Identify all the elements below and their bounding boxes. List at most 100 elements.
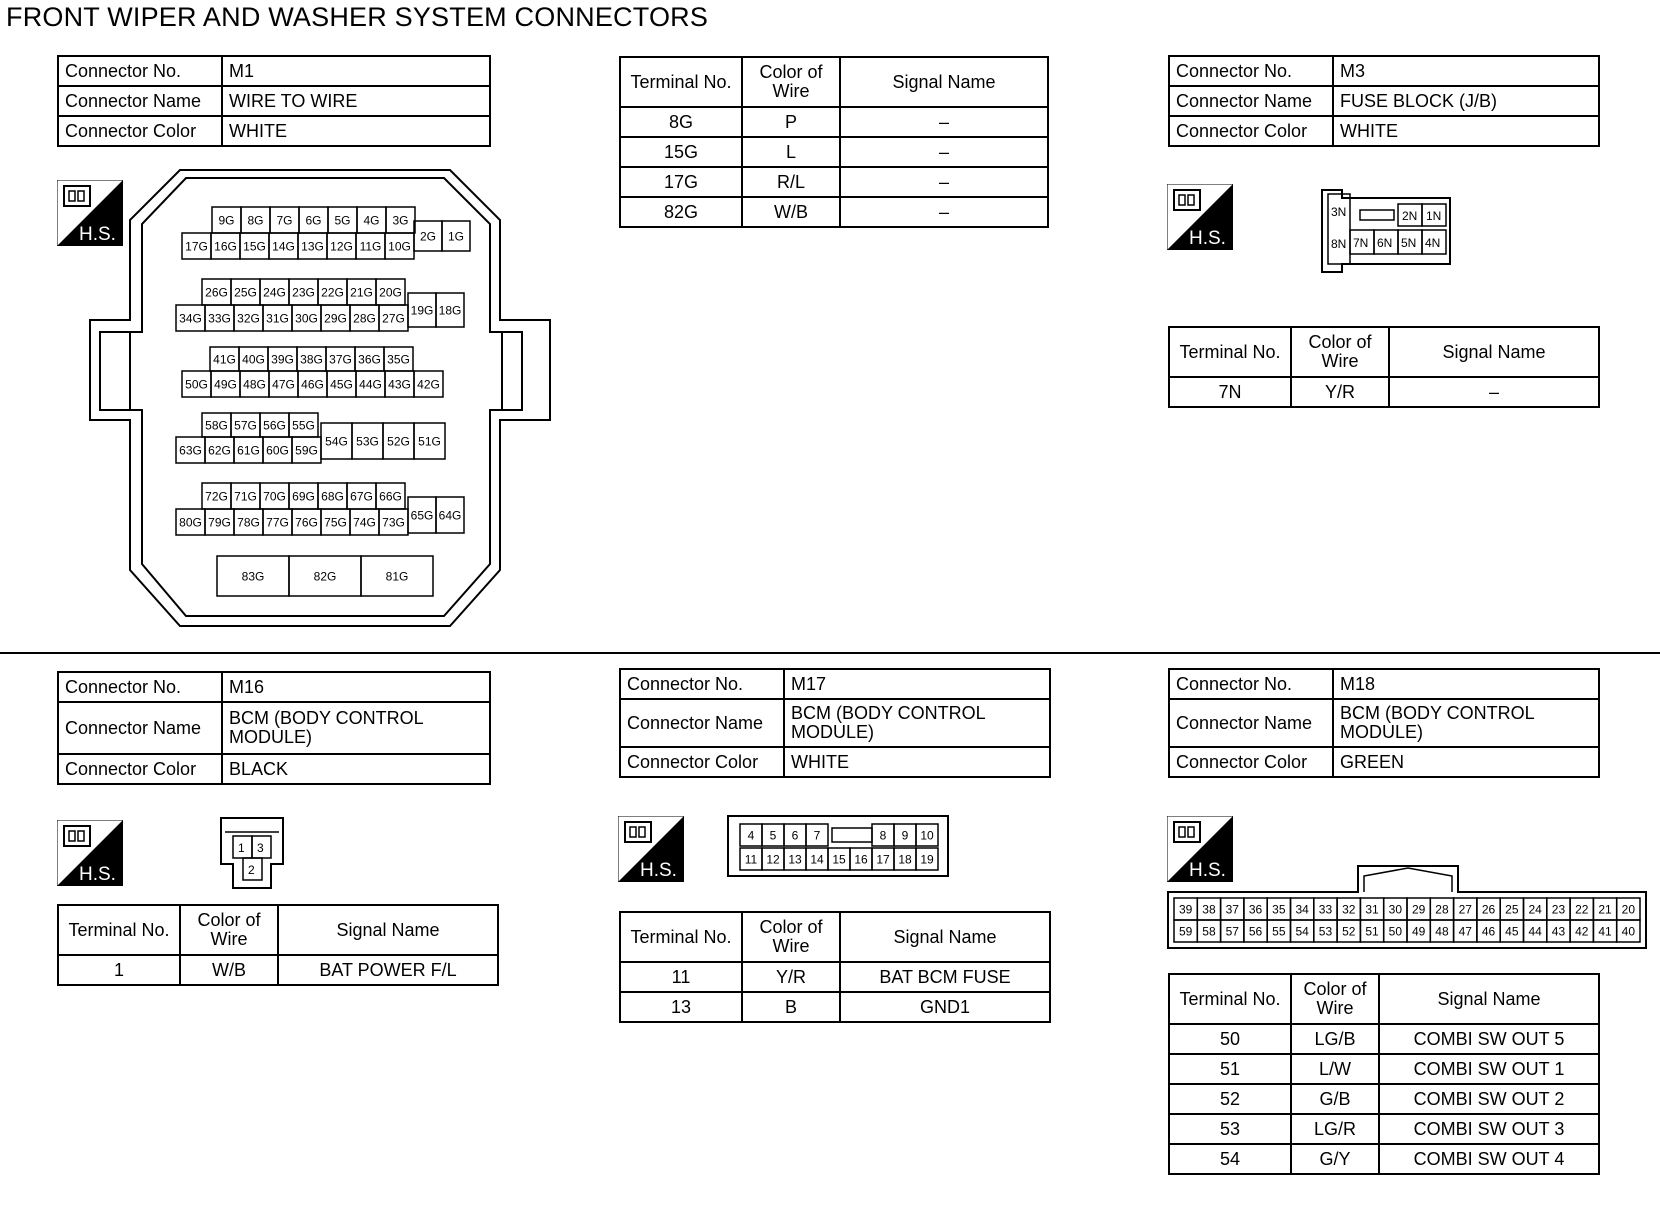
pin-label: 5N bbox=[1401, 236, 1416, 250]
pin-label: 15G bbox=[243, 239, 266, 253]
pin-label: 56G bbox=[263, 418, 286, 432]
pin-label: 18G bbox=[439, 303, 462, 317]
harness-side-icon: H.S. bbox=[1167, 816, 1233, 882]
m3-connector-diagram: 3N 8N 2N 1N 7N 6N 5N 4N bbox=[1321, 189, 1451, 273]
pin-label: 34 bbox=[1295, 902, 1309, 916]
hdr-terminal-no: Terminal No. bbox=[619, 56, 743, 108]
pin-label: 54 bbox=[1295, 924, 1309, 938]
pin-label: 51G bbox=[418, 434, 441, 448]
pin-label: 69G bbox=[292, 489, 315, 503]
pin-label: 57 bbox=[1226, 924, 1240, 938]
pin-label: 77G bbox=[266, 515, 289, 529]
pin-label: 56 bbox=[1249, 924, 1263, 938]
pin-label: 6N bbox=[1377, 236, 1392, 250]
pin-label: 8N bbox=[1331, 237, 1346, 251]
pin-cell bbox=[441, 220, 471, 252]
page-title: FRONT WIPER AND WASHER SYSTEM CONNECTORS bbox=[6, 2, 709, 32]
pin-label: 29G bbox=[324, 311, 347, 325]
pin-label: 59 bbox=[1179, 924, 1193, 938]
pin-label: 18 bbox=[898, 852, 912, 866]
m18-no: M18 bbox=[1332, 668, 1600, 700]
pin-label: 49G bbox=[214, 377, 237, 391]
pin-label: 73G bbox=[382, 515, 405, 529]
pin-label: 6 bbox=[792, 828, 799, 842]
pin-label: 36G bbox=[358, 352, 381, 366]
pin-label: 65G bbox=[411, 508, 434, 522]
pin-label: 3N bbox=[1331, 205, 1346, 219]
pin-label: 46 bbox=[1482, 924, 1496, 938]
pin-label: 17 bbox=[876, 852, 890, 866]
m3-no: M3 bbox=[1332, 55, 1600, 87]
pin-label: 3G bbox=[392, 213, 408, 227]
pin-label: 15 bbox=[832, 852, 846, 866]
pin-label: 52 bbox=[1342, 924, 1356, 938]
m17-color: WHITE bbox=[783, 746, 1051, 778]
pin-label: 37 bbox=[1226, 902, 1240, 916]
pin-label: 2G bbox=[420, 229, 436, 243]
pin-label: 16 bbox=[854, 852, 868, 866]
pin-label: 68G bbox=[321, 489, 344, 503]
pin-label: 78G bbox=[237, 515, 260, 529]
pin-label: 26G bbox=[205, 285, 228, 299]
pin-label: 39G bbox=[271, 352, 294, 366]
harness-side-icon: H.S. bbox=[618, 816, 684, 882]
pin-label: 55G bbox=[292, 418, 315, 432]
pin-label: 64G bbox=[439, 508, 462, 522]
pin-label: 72G bbox=[205, 489, 228, 503]
pin-label: 22G bbox=[321, 285, 344, 299]
pin-label: 14 bbox=[810, 852, 824, 866]
pin-label: 24G bbox=[263, 285, 286, 299]
m3-color: WHITE bbox=[1332, 115, 1600, 147]
pin-cell bbox=[360, 555, 434, 597]
pin-label: 9G bbox=[218, 213, 234, 227]
pin-label: 40G bbox=[242, 352, 265, 366]
m1-name: WIRE TO WIRE bbox=[221, 85, 491, 117]
pin-label: 44 bbox=[1528, 924, 1542, 938]
pin-label: 54G bbox=[325, 434, 348, 448]
pin-label: 13 bbox=[788, 852, 802, 866]
pin-label: 53 bbox=[1319, 924, 1333, 938]
pin-label: 13G bbox=[301, 239, 324, 253]
pin-label: 31 bbox=[1365, 902, 1379, 916]
pin-label: 21 bbox=[1598, 902, 1612, 916]
pin-label: 20G bbox=[379, 285, 402, 299]
pin-label: 43G bbox=[388, 377, 411, 391]
pin-label: 28G bbox=[353, 311, 376, 325]
pin-label: 47G bbox=[272, 377, 295, 391]
pin-label: 8G bbox=[247, 213, 263, 227]
pin-label: 10 bbox=[920, 828, 934, 842]
m16-color: BLACK bbox=[221, 753, 491, 785]
m16-no: M16 bbox=[221, 671, 491, 703]
pin-label: 5G bbox=[334, 213, 350, 227]
pin-label: 30 bbox=[1389, 902, 1403, 916]
pin-label: 45G bbox=[330, 377, 353, 391]
pin-label: 23G bbox=[292, 285, 315, 299]
hdr-signal-name: Signal Name bbox=[839, 56, 1049, 108]
pin-cell bbox=[435, 496, 465, 534]
pin-label: 60G bbox=[266, 443, 289, 457]
connector-latch bbox=[831, 827, 873, 843]
pin-label: 83G bbox=[242, 570, 265, 584]
harness-side-icon: H.S. bbox=[1167, 184, 1233, 250]
pin-label: 19 bbox=[920, 852, 934, 866]
pin-label: 57G bbox=[234, 418, 257, 432]
pin-label: 51 bbox=[1365, 924, 1379, 938]
pin-label: 55 bbox=[1272, 924, 1286, 938]
pin-cell bbox=[413, 422, 446, 460]
pin-label: 71G bbox=[234, 489, 257, 503]
section-divider bbox=[0, 652, 1660, 654]
